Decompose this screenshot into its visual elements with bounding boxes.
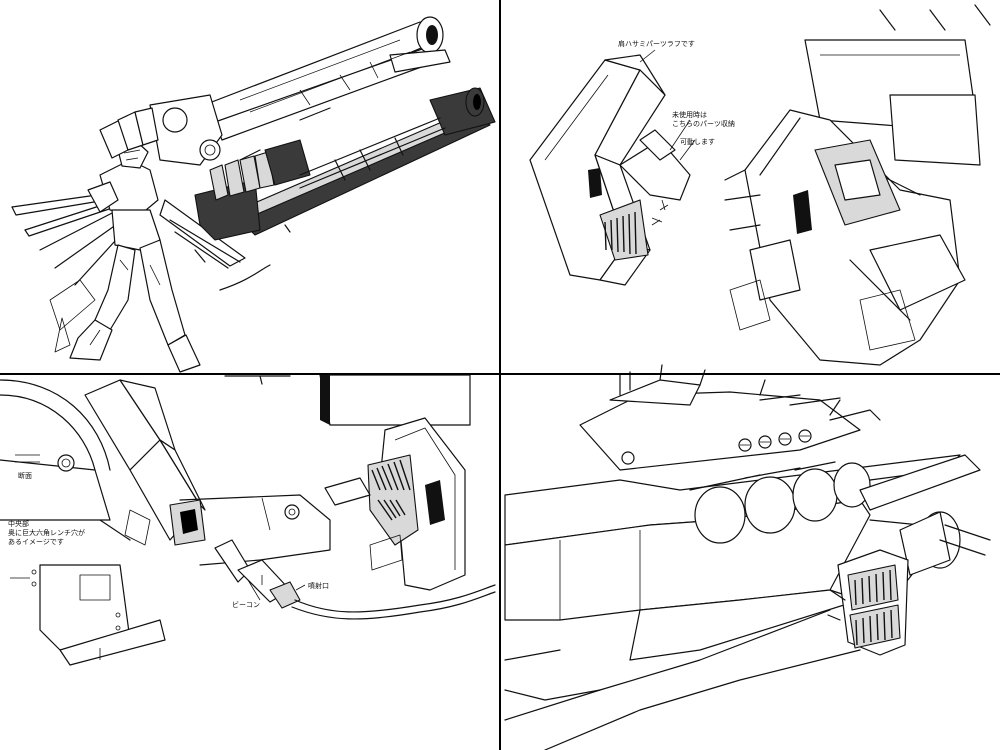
note-shoulder-rough: 肩ハサミパーツラフです — [618, 39, 695, 48]
note-center-line1: 中央部 — [8, 519, 29, 528]
note-storage-line2: こちらのパーツ収納 — [672, 119, 735, 128]
robot-figure — [11, 139, 246, 373]
note-movable: 可動します — [680, 137, 715, 146]
label-cross-section: 断面 — [18, 471, 32, 480]
panel-top-right: 肩ハサミパーツラフです 未使用時は こちらのパーツ収納 可動します — [529, 4, 991, 366]
panel-bottom-left: 断面 中央部 奥に巨大六角レンチ穴が あるイメージです ビ — [0, 374, 496, 666]
note-storage-line1: 未使用時は — [672, 110, 707, 119]
armor-closeup — [724, 4, 991, 366]
note-center-line2: 奥に巨大六角レンチ穴が — [8, 528, 85, 537]
shoulder-scissor-part — [529, 54, 691, 286]
panel-bottom-right — [504, 364, 991, 750]
note-center-line3: あるイメージです — [8, 538, 64, 546]
label-emitter: 噴射口 — [308, 581, 329, 590]
label-beacon: ビーコン — [232, 600, 260, 609]
white-rifle — [99, 16, 451, 166]
panel-top-left — [11, 16, 496, 373]
dark-rifle — [194, 87, 496, 291]
